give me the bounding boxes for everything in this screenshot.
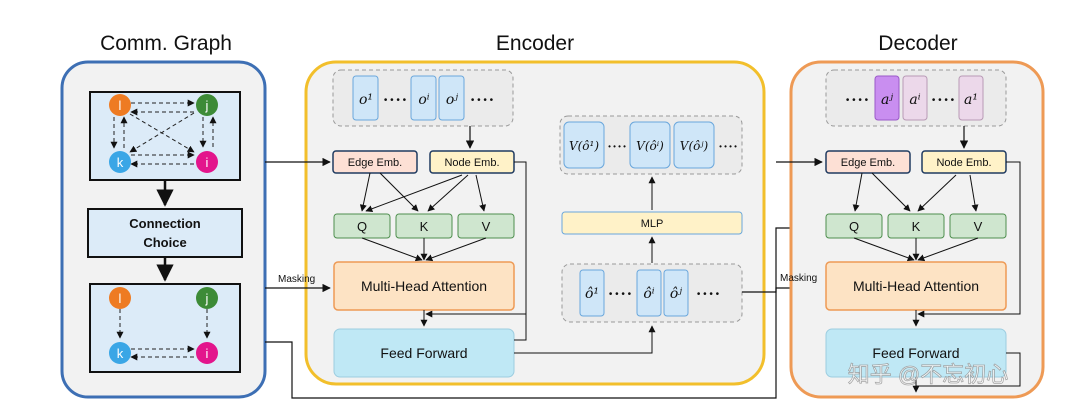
action-token-1: a¹ [964, 92, 978, 108]
hat-token-j: ôʲ [670, 286, 682, 302]
svg-text:l: l [119, 98, 122, 113]
svg-text:Feed Forward: Feed Forward [380, 345, 467, 361]
svg-text:Node Emb.: Node Emb. [444, 157, 499, 169]
full-graph: l j k i [89, 91, 241, 181]
svg-text:Multi-Head Attention: Multi-Head Attention [853, 278, 979, 294]
svg-text:j: j [205, 291, 209, 306]
svg-text:l: l [119, 291, 122, 306]
svg-text:k: k [117, 155, 124, 170]
encoder-mlp [561, 211, 743, 235]
svg-text:• • • •: • • • • [846, 95, 869, 106]
comm-graph-title: Comm. Graph [100, 32, 232, 55]
watermark: 知乎 @不忘初心 [848, 362, 1008, 387]
value-token-1: V(ô¹) [569, 139, 599, 153]
connection-choice-line2: Choice [143, 235, 186, 250]
svg-text:K: K [912, 219, 921, 234]
svg-text:Feed Forward: Feed Forward [872, 345, 959, 361]
svg-text:Edge Emb.: Edge Emb. [348, 157, 402, 169]
svg-text:• • • •: • • • • [697, 289, 720, 300]
svg-text:• • • •: • • • • [608, 142, 626, 151]
svg-text:i: i [206, 155, 209, 170]
svg-text:Node Emb.: Node Emb. [936, 157, 991, 169]
hat-token-1: ô¹ [585, 286, 599, 302]
pruned-graph: l j k i [89, 283, 241, 373]
svg-text:Multi-Head Attention: Multi-Head Attention [361, 278, 487, 294]
svg-text:K: K [420, 219, 429, 234]
decoder-edge-emb [825, 150, 911, 174]
svg-text:• • • •: • • • • [609, 289, 632, 300]
encoder-masking-label: Masking [278, 274, 315, 285]
node-i [196, 151, 218, 173]
node-l [109, 94, 131, 116]
action-token-j: aʲ [881, 92, 893, 108]
svg-text:i: i [206, 346, 209, 361]
obs-token-i: oⁱ [418, 92, 429, 108]
node-k [109, 151, 131, 173]
svg-text:• • • •: • • • • [384, 95, 407, 106]
svg-text:j: j [205, 98, 209, 113]
svg-text:Edge Emb.: Edge Emb. [841, 157, 895, 169]
svg-text:Q: Q [357, 219, 367, 234]
obs-token-j: oʲ [446, 92, 458, 108]
connection-choice-line1: Connection [129, 216, 201, 231]
node-j [196, 94, 218, 116]
encoder-title: Encoder [496, 32, 574, 55]
hat-token-i: ôⁱ [643, 286, 654, 302]
svg-text:Q: Q [849, 219, 859, 234]
value-token-j: V(ôʲ) [680, 139, 709, 153]
connection-choice-box [87, 208, 243, 258]
value-token-i: V(ôⁱ) [636, 139, 664, 153]
svg-text:V: V [974, 219, 983, 234]
svg-text:• • • •: • • • • [932, 95, 955, 106]
decoder-masking-label: Masking [780, 273, 817, 284]
svg-text:• • • •: • • • • [719, 142, 737, 151]
svg-text:V: V [482, 219, 491, 234]
svg-text:k: k [117, 346, 124, 361]
obs-token-1: o¹ [359, 92, 373, 108]
encoder-edge-emb [332, 150, 418, 174]
svg-text:• • • •: • • • • [471, 95, 494, 106]
decoder-title: Decoder [878, 32, 957, 55]
action-token-i: aⁱ [909, 92, 920, 108]
svg-text:MLP: MLP [641, 218, 664, 230]
